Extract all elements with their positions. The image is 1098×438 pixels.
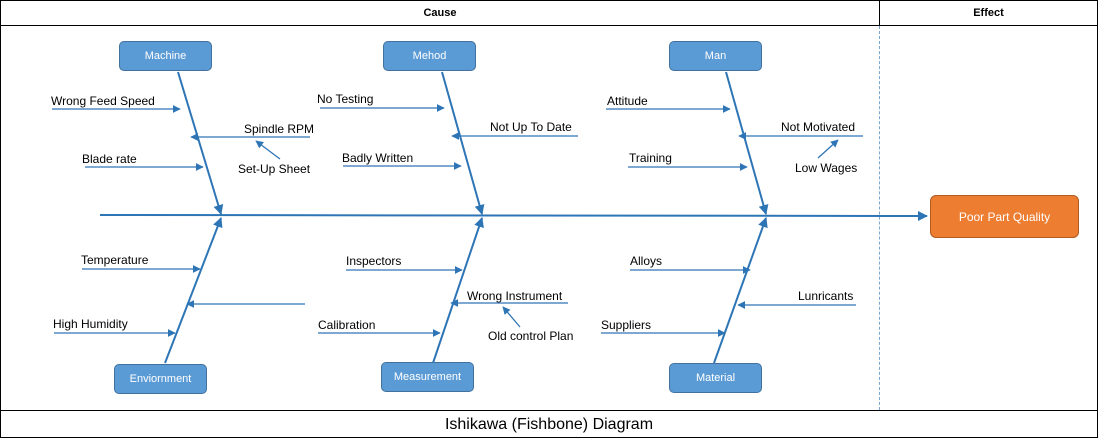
bone-measurement: [432, 217, 484, 364]
cause-label: Spindle RPM: [244, 122, 315, 136]
cause-label: Training: [629, 151, 672, 165]
cause-label: Not Motivated: [781, 120, 856, 134]
cause-label: Badly Written: [342, 151, 414, 165]
category-method: Mehod: [383, 41, 476, 71]
cause-label: Inspectors: [346, 254, 402, 268]
cause-label: Alloys: [630, 254, 663, 268]
cause-label: Suppliers: [601, 318, 652, 332]
cause-effect-divider: [879, 26, 880, 410]
effect-box: Poor Part Quality: [930, 195, 1079, 238]
cause-label: Blade rate: [82, 152, 137, 166]
cause-label: No Testing: [317, 92, 374, 106]
cause-label: Calibration: [318, 318, 376, 332]
cause-label: Temperature: [81, 253, 149, 267]
category-environment: Enviornment: [114, 364, 207, 394]
bone-method: [441, 71, 485, 215]
cause-label: Attitude: [607, 94, 648, 108]
cause-label: Set-Up Sheet: [238, 162, 311, 176]
category-material: Material: [669, 363, 762, 393]
cause-label: Not Up To Date: [490, 120, 572, 134]
cause-header: Cause: [1, 1, 880, 25]
bone-machine: [177, 71, 224, 215]
category-machine: Machine: [119, 41, 212, 71]
cause-label: Low Wages: [795, 161, 858, 175]
bone-material: [713, 217, 768, 364]
diagram-title: Ishikawa (Fishbone) Diagram: [1, 410, 1097, 438]
effect-header: Effect: [973, 7, 1004, 19]
cause-label: Wrong Feed Speed: [51, 94, 155, 108]
cause-label: Old control Plan: [488, 329, 574, 343]
bone-man: [725, 71, 769, 215]
header-row: Cause Effect: [1, 1, 1097, 26]
spine-line: [99, 210, 928, 221]
category-man: Man: [669, 41, 762, 71]
bone-environment: [164, 217, 223, 364]
cause-label: Wrong Instrument: [467, 289, 563, 303]
category-measurement: Measurement: [381, 362, 474, 392]
cause-label: Lunricants: [798, 289, 854, 303]
cause-label: High Humidity: [53, 317, 128, 331]
